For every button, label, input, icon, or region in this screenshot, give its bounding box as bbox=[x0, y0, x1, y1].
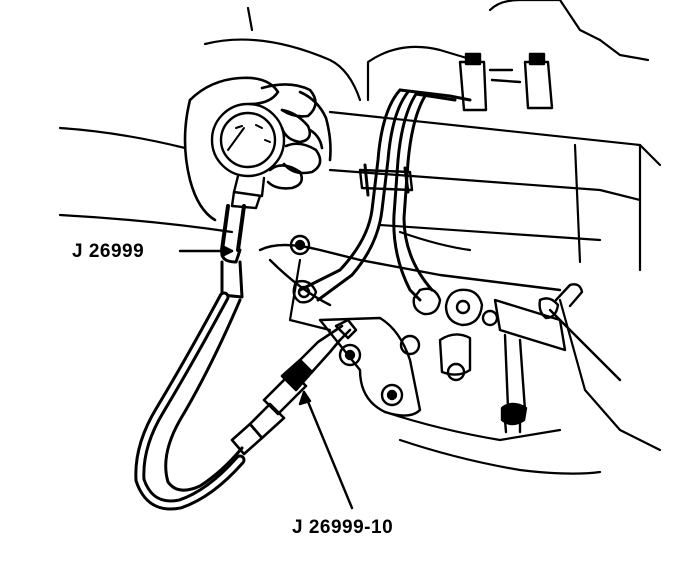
adapter-fitting bbox=[230, 318, 358, 456]
gauge-tool-callout: J 26999 bbox=[72, 241, 145, 262]
injection-pump bbox=[258, 234, 622, 434]
callout-leaders bbox=[178, 244, 354, 510]
hand bbox=[183, 76, 332, 222]
adapter-tool-callout: J 26999-10 bbox=[292, 517, 394, 538]
adapter-leader-line bbox=[302, 390, 354, 510]
engine-block bbox=[58, 0, 662, 475]
pressure-gauge bbox=[210, 102, 286, 210]
fuel-injection-lines bbox=[298, 88, 472, 302]
injector-nozzles bbox=[458, 52, 554, 112]
